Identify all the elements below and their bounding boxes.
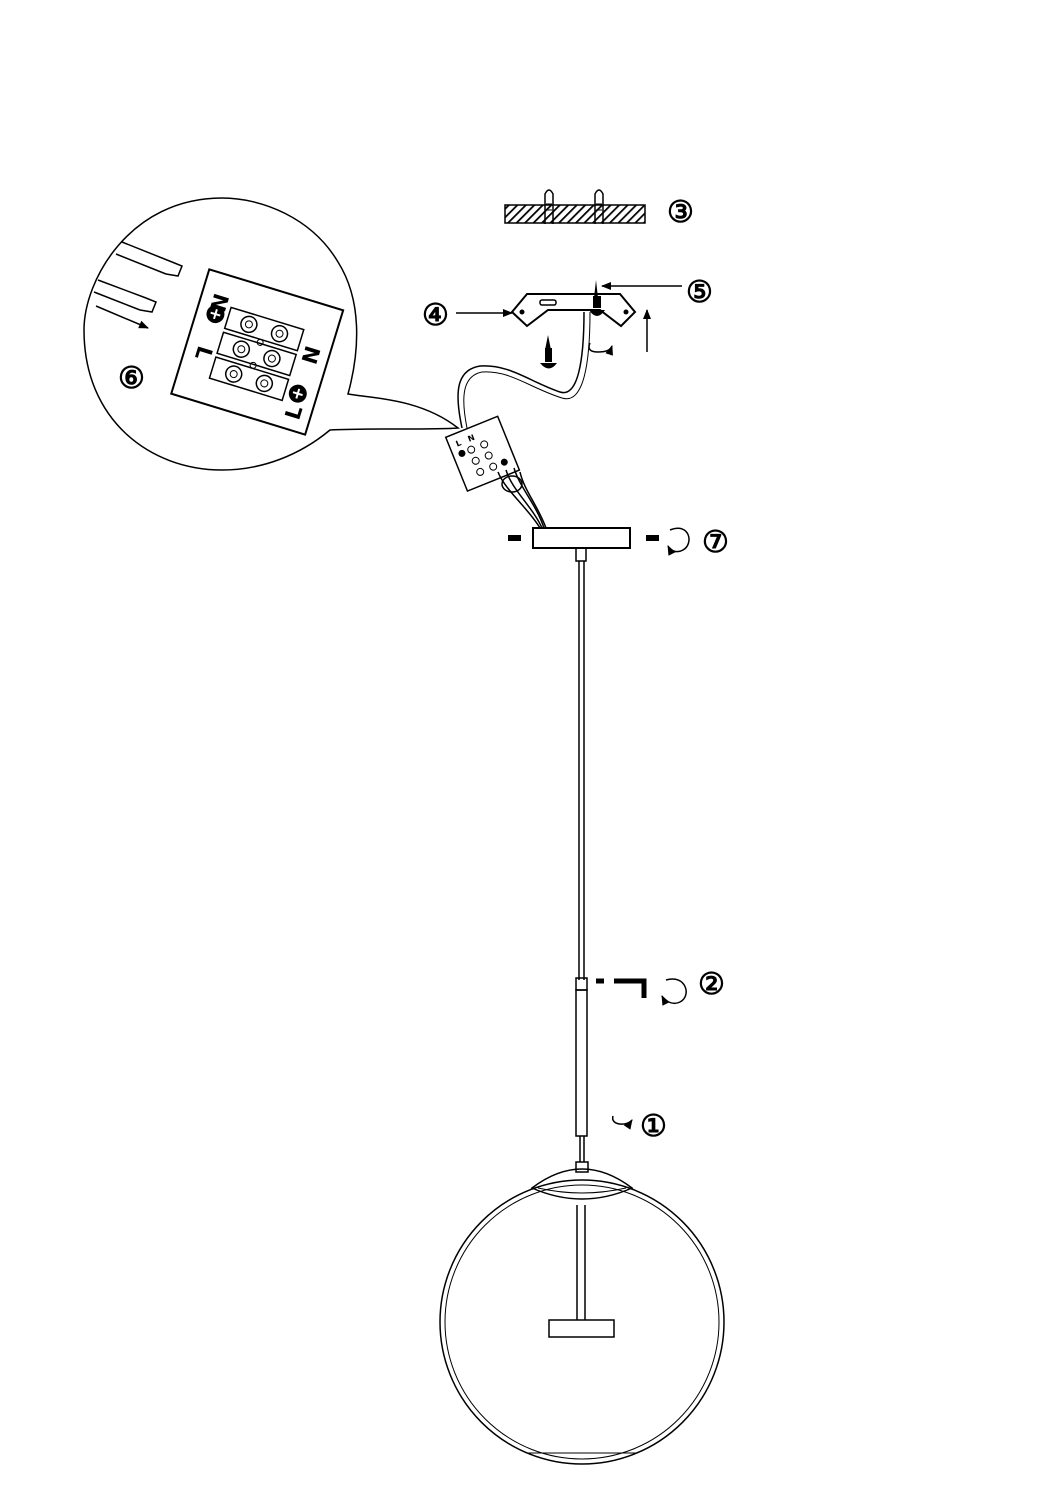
step-number-6: ⑥: [118, 361, 145, 396]
ground-symbol-icon: [206, 305, 225, 324]
terminal-label-live: L: [454, 438, 462, 448]
terminal-label-neutral: N: [467, 433, 477, 444]
terminal-label-live: L: [190, 343, 217, 363]
step-number-3: ③: [667, 195, 694, 230]
step-number-7: ⑦: [702, 525, 729, 560]
screw-icon: [540, 335, 557, 369]
step-number-2: ②: [698, 967, 725, 1002]
screw-icon: [589, 280, 605, 316]
hex-key-icon: [596, 978, 647, 998]
terminal-label-neutral: N: [205, 291, 233, 315]
rotate-arrow-icon: [588, 342, 613, 356]
ceiling-slab: [504, 204, 646, 224]
step-number-1: ①: [640, 1109, 667, 1144]
terminal-screw: [224, 315, 289, 393]
rotate-arrow-icon: [612, 1115, 633, 1130]
lamp-wires: [497, 467, 547, 529]
supply-cable: [463, 311, 591, 429]
mounting-bracket: [510, 293, 637, 328]
bracket-slot: [539, 299, 557, 306]
canopy: [532, 527, 631, 549]
step-number-4: ④: [422, 298, 449, 333]
ceiling-with-anchors: [504, 189, 646, 224]
supply-cable: [457, 311, 585, 429]
wiring-detail-callout: [83, 197, 460, 471]
canopy-screw: [646, 535, 659, 541]
globe-shade: [439, 1168, 725, 1465]
wire-insert-arrow-icon: [95, 305, 149, 329]
terminal-block-detail: N L N L: [170, 268, 345, 436]
stem-rod-top: [575, 977, 588, 991]
ground-symbol-icon: [288, 384, 307, 403]
wall-anchor: [594, 189, 604, 224]
stem-rod: [575, 989, 588, 1137]
terminal-label-neutral: N: [298, 343, 326, 367]
terminal-block: N L: [444, 415, 521, 493]
led-disc: [548, 1319, 615, 1338]
cable-gripper: [575, 547, 587, 562]
wall-anchor: [544, 189, 554, 224]
cable-end: [115, 241, 183, 277]
rotate-arrow-icon: [661, 978, 687, 1006]
canopy-screw: [508, 535, 521, 541]
rotate-arrow-icon: [667, 527, 690, 556]
threaded-nipple: [575, 1161, 589, 1173]
step-number-5: ⑤: [686, 275, 713, 310]
cable-end: [93, 279, 157, 313]
terminal-label-live: L: [281, 403, 308, 423]
